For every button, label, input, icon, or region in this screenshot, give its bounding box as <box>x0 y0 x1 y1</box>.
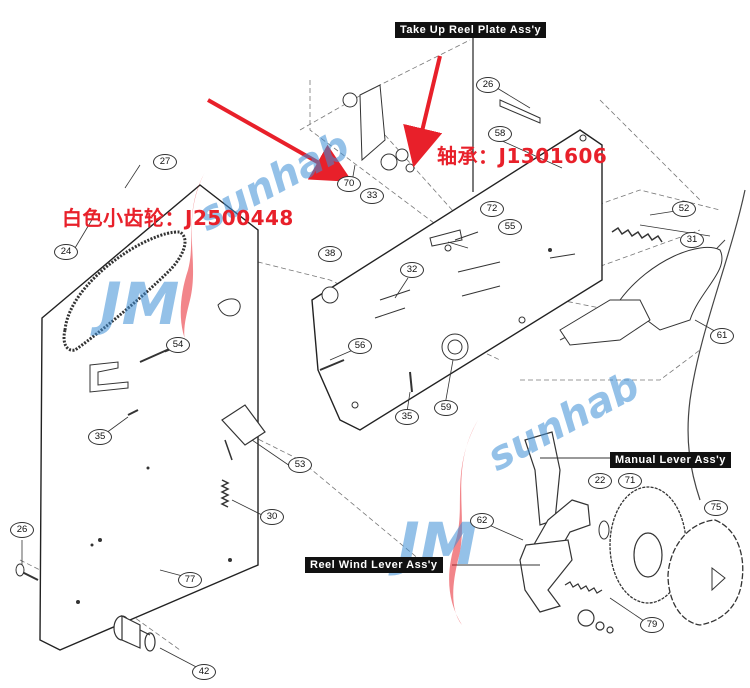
part-callout: 27 <box>153 154 177 170</box>
red-pointer-arrows <box>207 55 443 182</box>
part-callout: 79 <box>640 617 664 633</box>
part-callout: 30 <box>260 509 284 525</box>
white-gear-note: 白色小齿轮：J2500448 <box>62 206 294 230</box>
part-callout: 24 <box>54 244 78 260</box>
part-callout: 61 <box>710 328 734 344</box>
left-side-plate <box>39 184 259 651</box>
part-callout: 42 <box>192 664 216 680</box>
part-callout: 32 <box>400 262 424 278</box>
watermark-brand-1: JM <box>100 270 180 338</box>
wheel-75 <box>667 519 744 626</box>
part-callout: 75 <box>704 500 728 516</box>
title-take-up-reel-plate: Take Up Reel Plate Ass'y <box>395 22 547 38</box>
part-callout: 59 <box>434 400 458 416</box>
part-callout: 53 <box>288 457 312 473</box>
part-callout: 35 <box>88 429 112 445</box>
part-callout: 52 <box>672 201 696 217</box>
part-callout: 22 <box>588 473 612 489</box>
part-callout: 54 <box>166 337 190 353</box>
center-reel-plate <box>311 129 603 431</box>
watermark-swoosh <box>180 172 478 625</box>
roller-42 <box>113 615 156 652</box>
part-callout: 26 <box>10 522 34 538</box>
part-callout: 55 <box>498 219 522 235</box>
part-callout: 35 <box>395 409 419 425</box>
part-callout: 31 <box>680 232 704 248</box>
part-callout: 71 <box>618 473 642 489</box>
part-callout: 26 <box>476 77 500 93</box>
part-callout: 70 <box>337 176 361 192</box>
bearing-note: 轴承：J1301606 <box>437 144 608 168</box>
title-reel-wind-lever: Reel Wind Lever Ass'y <box>305 557 443 573</box>
title-manual-lever: Manual Lever Ass'y <box>610 452 731 468</box>
part-callout: 58 <box>488 126 512 142</box>
gear-71 <box>609 486 687 604</box>
part-callout: 38 <box>318 246 342 262</box>
part-callout: 62 <box>470 513 494 529</box>
part-callout: 72 <box>480 201 504 217</box>
lever-assemblies <box>519 431 614 634</box>
part-callout: 56 <box>348 338 372 354</box>
part-callout: 77 <box>178 572 202 588</box>
part-callout: 33 <box>360 188 384 204</box>
